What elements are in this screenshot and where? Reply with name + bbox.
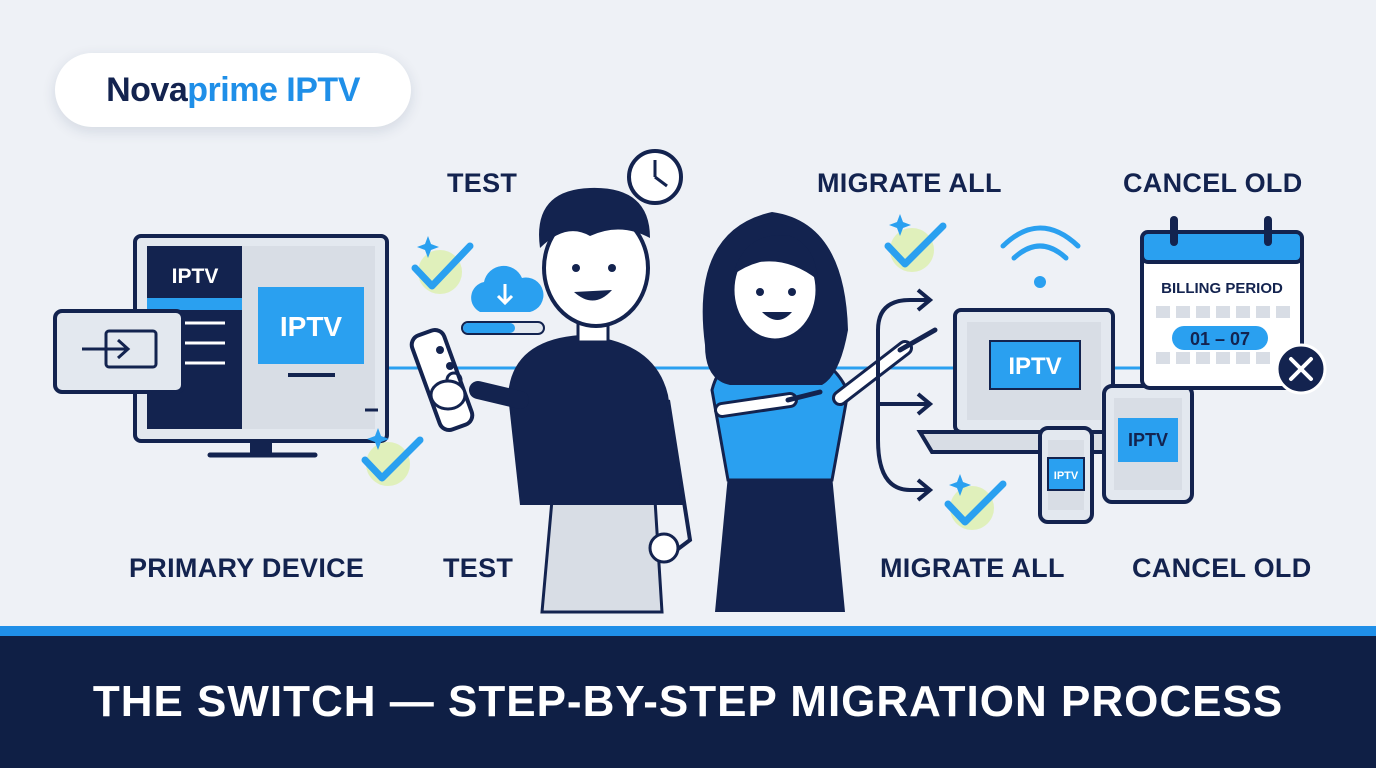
top-label-migrate: MIGRATE ALL — [817, 168, 1002, 198]
tv-menu-label: IPTV — [172, 265, 219, 288]
cloud-download-icon — [471, 265, 544, 312]
calendar-title: BILLING PERIOD — [1161, 280, 1283, 297]
top-label-cancel: CANCEL OLD — [1123, 168, 1303, 198]
clock-icon — [627, 149, 683, 205]
phone-device — [1038, 426, 1094, 524]
man-holding-remote — [469, 187, 693, 614]
illustration: IPTV IPTV — [53, 149, 1327, 614]
laptop-device — [916, 308, 1154, 454]
input-source-icon — [53, 309, 185, 394]
migration-arrows — [876, 288, 934, 502]
laptop-screen-label: IPTV — [1008, 353, 1061, 380]
billing-calendar — [1140, 216, 1304, 390]
top-label-test: TEST — [447, 168, 518, 198]
woman-pointing — [702, 212, 938, 612]
check-icon-4 — [944, 474, 1007, 530]
brand-name-dark: Nova — [106, 70, 188, 109]
footer-title: THE SWITCH — STEP-BY-STEP MIGRATION PROC… — [92, 677, 1284, 726]
check-icon-3 — [884, 214, 947, 272]
close-icon — [1275, 343, 1327, 395]
wifi-icon — [1000, 225, 1081, 288]
phone-screen-label: IPTV — [1054, 470, 1079, 482]
brand-name-blue: prime IPTV — [187, 70, 360, 109]
tv-monitor — [133, 234, 389, 458]
check-icon-2 — [361, 428, 424, 486]
tablet-screen-label: IPTV — [1128, 430, 1168, 450]
bottom-label-cancel: CANCEL OLD — [1132, 553, 1312, 583]
footer-banner: THE SWITCH — STEP-BY-STEP MIGRATION PROC… — [0, 626, 1376, 768]
calendar-dates: 01 – 07 — [1190, 329, 1250, 349]
check-icon-1 — [411, 236, 474, 294]
remote-control — [409, 328, 475, 432]
tablet-device — [1102, 384, 1194, 504]
bottom-label-test: TEST — [443, 553, 514, 583]
tv-screen-label: IPTV — [280, 311, 343, 342]
bottom-label-migrate: MIGRATE ALL — [880, 553, 1065, 583]
bottom-label-primary-device: PRIMARY DEVICE — [129, 553, 365, 583]
download-progress-bar — [461, 321, 545, 335]
